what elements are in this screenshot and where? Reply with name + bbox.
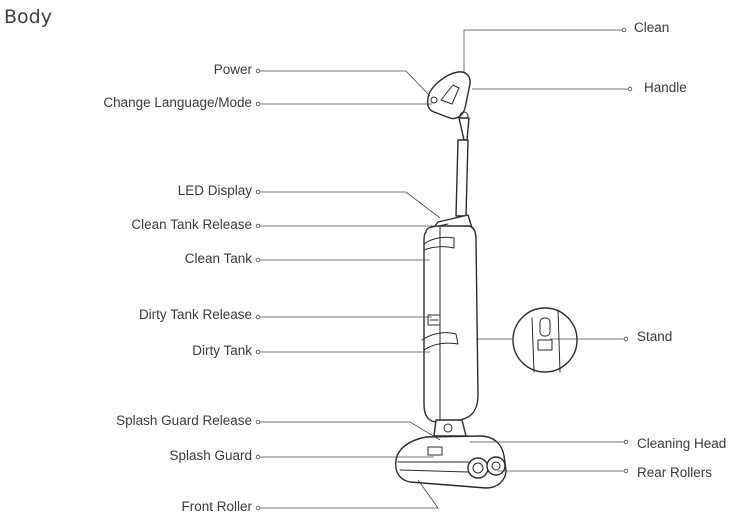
- label-cleaning-head: Cleaning Head: [637, 436, 727, 451]
- label-led-display: LED Display: [177, 183, 252, 198]
- label-handle: Handle: [644, 80, 687, 95]
- page-title: Body: [4, 6, 52, 28]
- label-splash-guard: Splash Guard: [169, 448, 252, 463]
- main-body: [421, 225, 479, 423]
- neck-joint: [433, 419, 467, 437]
- label-front-roller: Front Roller: [181, 499, 252, 514]
- label-clean: Clean: [634, 20, 670, 35]
- handle-tube: [455, 117, 470, 217]
- label-clean-tank-release: Clean Tank Release: [131, 217, 252, 232]
- label-stand: Stand: [637, 329, 673, 344]
- label-dirty-tank: Dirty Tank: [192, 343, 252, 358]
- handle-grip: [426, 71, 471, 121]
- label-change-mode: Change Language/Mode: [103, 95, 252, 110]
- label-splash-guard-release: Splash Guard Release: [116, 413, 252, 428]
- label-clean-tank: Clean Tank: [184, 251, 252, 266]
- leader-lines: [255, 27, 633, 511]
- cleaning-head-drawing: [394, 435, 507, 489]
- label-power: Power: [213, 62, 252, 77]
- stand-detail-circle: [512, 307, 578, 373]
- label-dirty-tank-release: Dirty Tank Release: [138, 307, 252, 322]
- label-rear-rollers: Rear Rollers: [637, 465, 713, 480]
